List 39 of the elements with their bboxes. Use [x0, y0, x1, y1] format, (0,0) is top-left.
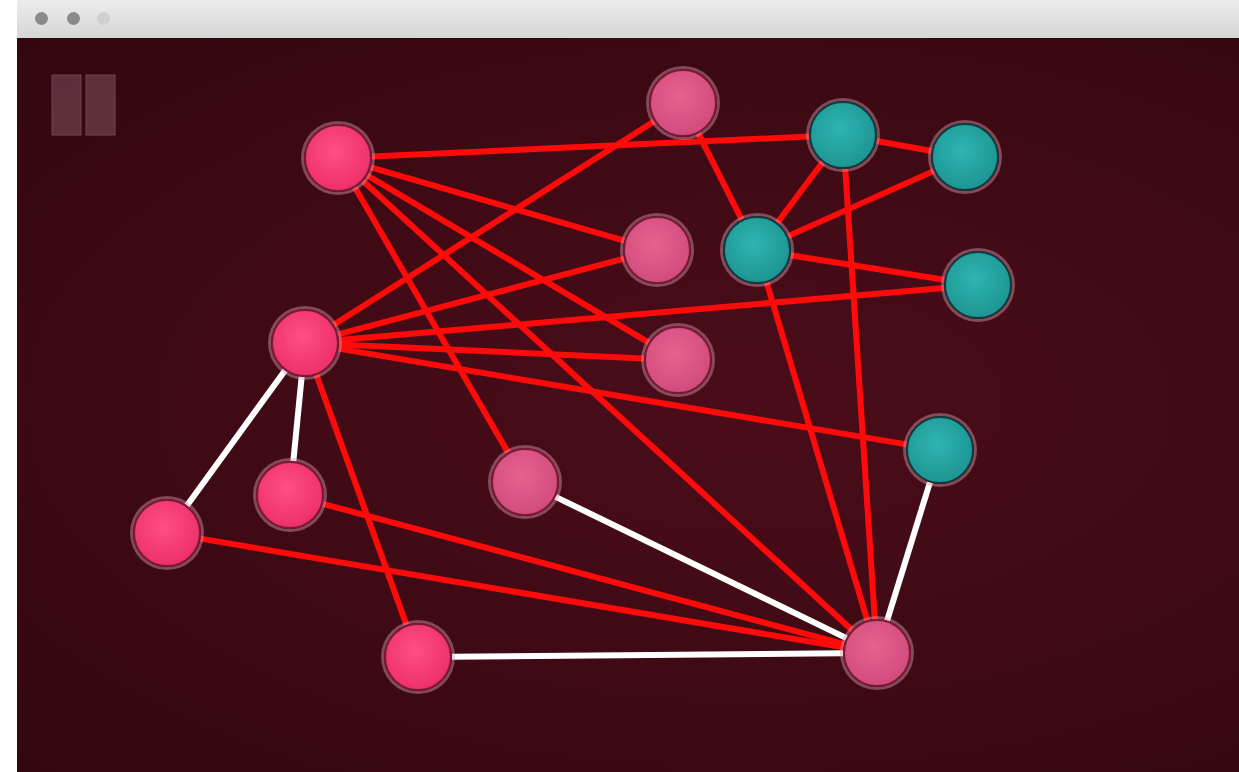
- connector-line: [352, 185, 511, 455]
- connector-line: [332, 118, 656, 328]
- connector-line: [313, 373, 410, 627]
- circle-node: [623, 216, 691, 284]
- connector-line: [200, 535, 844, 651]
- circle-node: [843, 619, 911, 687]
- connector-line: [786, 168, 936, 239]
- connector-line: [371, 133, 810, 160]
- connector-line: [774, 160, 826, 225]
- connector-line: [337, 255, 625, 338]
- circle-node: [133, 499, 201, 567]
- circle-node: [384, 623, 452, 691]
- connector-line: [369, 164, 626, 244]
- connector-line: [361, 178, 854, 633]
- circle-node: [256, 461, 324, 529]
- circle-node: [809, 101, 877, 169]
- circle-node: [723, 216, 791, 284]
- connector-line: [365, 172, 651, 346]
- connector-line: [338, 341, 645, 362]
- circle-node: [944, 251, 1012, 319]
- connector-line: [790, 252, 945, 283]
- circle-node: [491, 448, 559, 516]
- circle-node: [644, 326, 712, 394]
- connector-line: [875, 138, 933, 154]
- connector-line: [451, 650, 844, 660]
- circle-node: [304, 124, 372, 192]
- circle-node: [906, 416, 974, 484]
- connector-line: [184, 368, 288, 508]
- circle-node: [931, 123, 999, 191]
- connector-line: [338, 284, 945, 344]
- circle-node: [649, 69, 717, 137]
- connector-line: [695, 132, 745, 221]
- connector-line: [338, 345, 907, 448]
- connector-line: [554, 494, 848, 641]
- connector-line: [842, 168, 878, 620]
- connector-line: [884, 481, 933, 622]
- connector-line: [290, 376, 305, 462]
- circle-node: [271, 309, 339, 377]
- connector-line: [763, 281, 871, 622]
